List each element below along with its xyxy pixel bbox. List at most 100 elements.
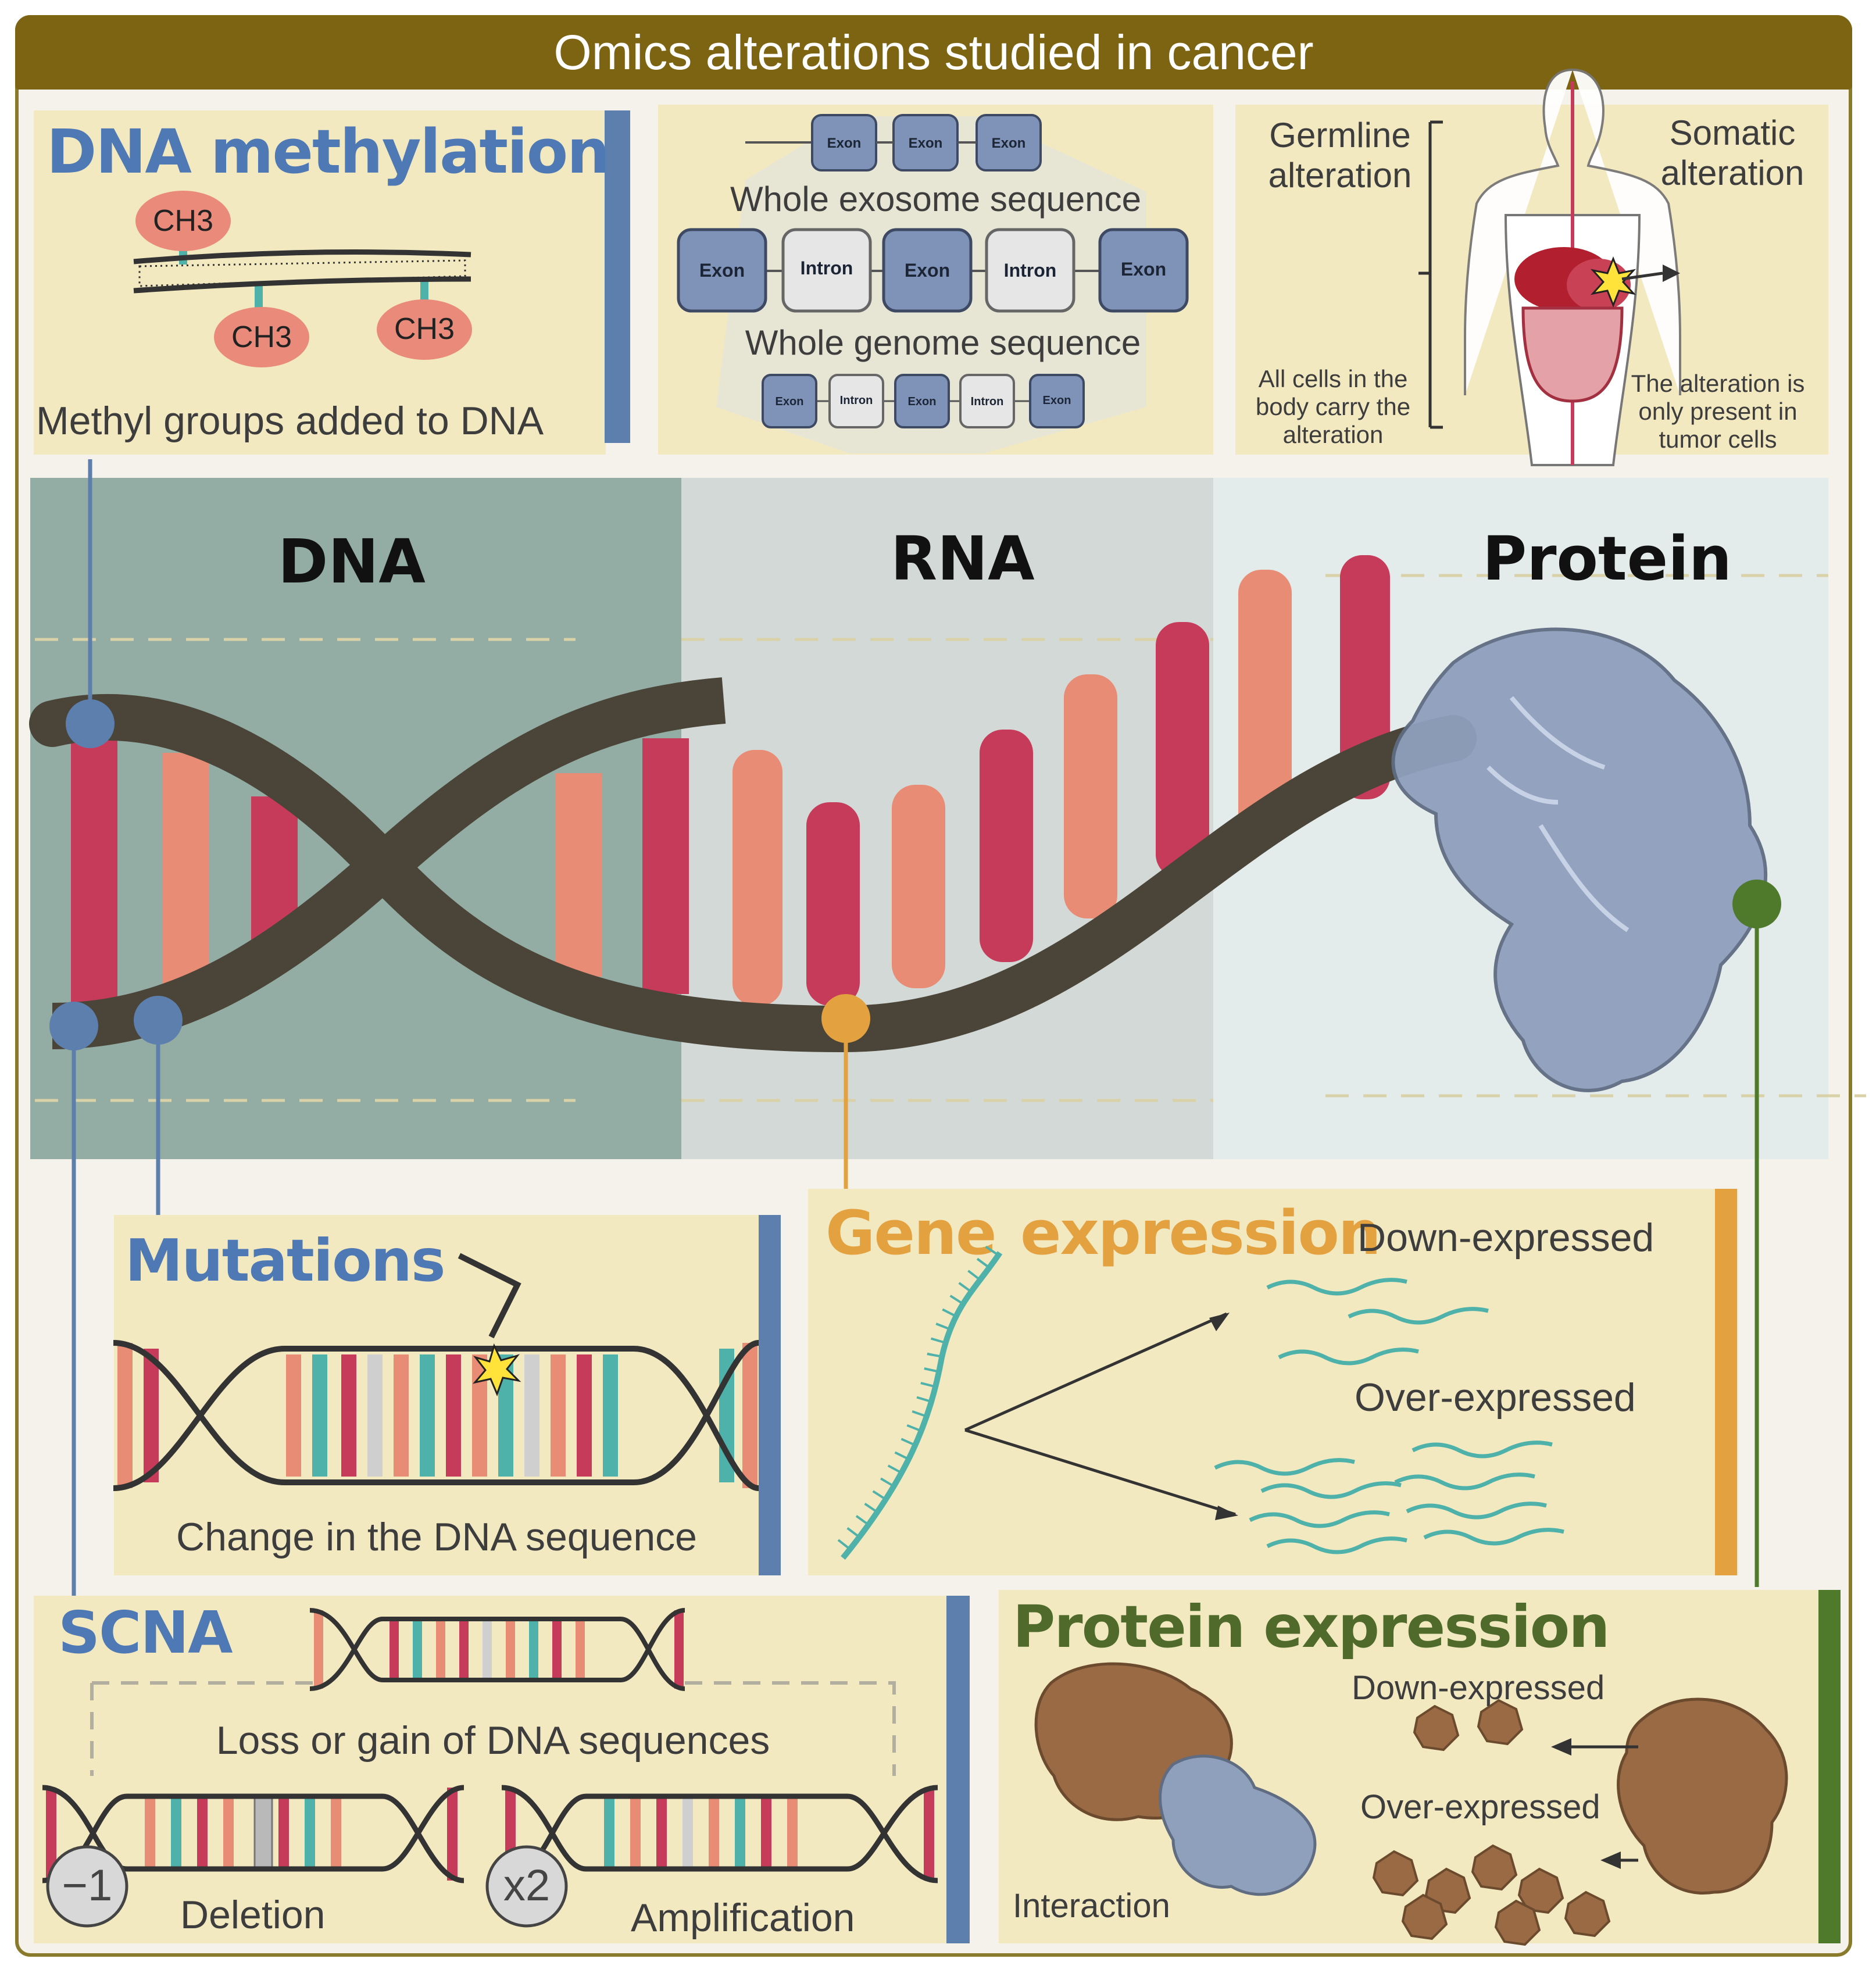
small-exon-3 bbox=[1029, 374, 1085, 428]
protein-structure bbox=[1391, 627, 1768, 1092]
dna-strand-b bbox=[52, 677, 726, 1049]
gene-down-expressed-label: Down-expressed bbox=[1357, 1216, 1655, 1260]
small-intron-2 bbox=[959, 374, 1015, 428]
genome-exon-1 bbox=[677, 228, 767, 313]
down-protein-2 bbox=[1477, 1699, 1524, 1746]
mutations-heading: Mutations bbox=[125, 1227, 445, 1295]
rna-bar-5 bbox=[1064, 674, 1117, 918]
dna-methylation-caption: Methyl groups added to DNA bbox=[36, 399, 544, 443]
rna-bar-4 bbox=[980, 730, 1033, 962]
ch3-label-1: CH3 bbox=[152, 204, 214, 238]
germline-note: All cells in the body carry the alterati… bbox=[1255, 365, 1411, 448]
dna-methylation-heading: DNA methylation bbox=[47, 116, 610, 187]
dna-strand-a bbox=[29, 694, 1477, 1053]
genome-intron-2-label: Intron bbox=[1004, 260, 1057, 281]
over-protein-7 bbox=[1564, 1890, 1611, 1938]
scna-connector-dot bbox=[49, 1002, 98, 1050]
small-exon-2 bbox=[894, 374, 950, 428]
mutations-accent-bar bbox=[759, 1215, 781, 1575]
whole-genome-label: Whole genome sequence bbox=[745, 323, 1141, 362]
small-exon-2-label: Exon bbox=[908, 395, 937, 408]
dna-layer-label: DNA bbox=[278, 526, 426, 597]
scna-illustration bbox=[42, 1608, 938, 1928]
small-intron-1 bbox=[828, 374, 884, 428]
protein-expression-connector-dot bbox=[1732, 880, 1781, 928]
mutations-caption: Change in the DNA sequence bbox=[176, 1515, 697, 1559]
intestine-organ bbox=[1521, 306, 1624, 403]
dna-bar-2 bbox=[163, 753, 209, 985]
deletion-label: Deletion bbox=[180, 1893, 326, 1937]
protein-down-expressed-label: Down-expressed bbox=[1352, 1669, 1605, 1707]
methylated-dna-illustration bbox=[133, 191, 472, 367]
scna-heading: SCNA bbox=[58, 1599, 233, 1667]
protein-over-expressed-label: Over-expressed bbox=[1360, 1788, 1600, 1826]
exome-exon-3-label: Exon bbox=[992, 135, 1026, 151]
tumor-spark bbox=[1590, 256, 1636, 308]
genome-exon-3 bbox=[1098, 228, 1189, 313]
over-protein-5 bbox=[1401, 1893, 1448, 1940]
protein-expression-accent-bar bbox=[1818, 1590, 1841, 1943]
gene-expression-heading-gene: Gene bbox=[826, 1198, 996, 1268]
germline-label: Germline alteration bbox=[1268, 116, 1412, 195]
mrna-strand bbox=[841, 1251, 1003, 1560]
reference-brown-protein bbox=[1617, 1697, 1788, 1895]
amplification-badge: x2 bbox=[503, 1861, 551, 1910]
genome-exon-2-label: Exon bbox=[905, 260, 950, 281]
deletion-badge: −1 bbox=[62, 1861, 113, 1910]
gene-expression-panel bbox=[808, 1189, 1738, 1575]
ch3-bubble-2 bbox=[214, 307, 309, 367]
gene-expression-illustration bbox=[830, 1245, 1564, 1560]
gene-over-expressed-label: Over-expressed bbox=[1355, 1375, 1636, 1420]
gene-expression-heading-expression: expression bbox=[1020, 1198, 1381, 1268]
rna-bar-6 bbox=[1156, 622, 1209, 878]
ch3-label-3: CH3 bbox=[394, 312, 455, 346]
small-intron-1-label: Intron bbox=[840, 394, 873, 407]
human-body-illustration bbox=[1418, 69, 1681, 466]
interaction-blue-protein bbox=[1159, 1754, 1317, 1896]
exome-exon-1-label: Exon bbox=[827, 135, 862, 151]
genome-exon-2 bbox=[882, 228, 973, 313]
gene-expression-connector-dot bbox=[821, 994, 870, 1043]
scna-caption: Loss or gain of DNA sequences bbox=[216, 1718, 770, 1763]
genome-intron-2 bbox=[985, 228, 1075, 313]
protein-expression-illustration bbox=[1034, 1662, 1788, 1946]
rna-layer-label: RNA bbox=[891, 523, 1035, 594]
rna-bar-1 bbox=[732, 750, 782, 1006]
dna-bar-4 bbox=[555, 773, 602, 977]
sequencing-illustration: Exon Exon Exon Exon Intron Exon Intron E… bbox=[677, 114, 1189, 453]
mutations-connector-dot bbox=[134, 996, 183, 1045]
exome-exon-2-label: Exon bbox=[909, 135, 943, 151]
small-intron-2-label: Intron bbox=[971, 395, 1004, 408]
mutations-panel bbox=[114, 1215, 759, 1575]
scna-accent-bar bbox=[946, 1596, 970, 1943]
amplification-label: Amplification bbox=[631, 1896, 855, 1940]
protein-layer-label: Protein bbox=[1482, 523, 1732, 594]
interaction-label: Interaction bbox=[1013, 1887, 1170, 1925]
rna-bar-3 bbox=[892, 785, 945, 988]
mutation-dna-illustration bbox=[113, 1253, 759, 1491]
gene-expression-accent-bar bbox=[1715, 1189, 1737, 1575]
protein-expression-heading: Protein expression bbox=[1013, 1593, 1610, 1661]
amplification-badge-circle bbox=[485, 1845, 568, 1928]
over-protein-1 bbox=[1372, 1850, 1419, 1897]
genome-exon-1-label: Exon bbox=[699, 260, 745, 281]
figure-title: Omics alterations studied in cancer bbox=[553, 25, 1314, 80]
genome-intron-1 bbox=[781, 228, 872, 313]
methylation-connector-dot bbox=[66, 699, 115, 748]
genome-intron-1-label: Intron bbox=[801, 258, 853, 278]
somatic-label: Somatic alteration bbox=[1660, 113, 1804, 192]
rna-bar-2 bbox=[806, 802, 860, 1006]
small-exon-1 bbox=[762, 374, 817, 428]
small-exon-1-label: Exon bbox=[776, 395, 804, 408]
over-protein-4 bbox=[1517, 1867, 1564, 1914]
dna-bar-5 bbox=[642, 738, 689, 994]
title-bar bbox=[15, 15, 1852, 90]
dna-methylation-accent-bar bbox=[605, 110, 630, 443]
ch3-bubble-3 bbox=[377, 299, 472, 360]
genome-exon-3-label: Exon bbox=[1121, 259, 1166, 280]
rna-bar-7 bbox=[1238, 570, 1292, 837]
small-exon-3-label: Exon bbox=[1043, 394, 1071, 407]
mutation-spark bbox=[472, 1343, 521, 1397]
down-protein-1 bbox=[1413, 1704, 1460, 1752]
